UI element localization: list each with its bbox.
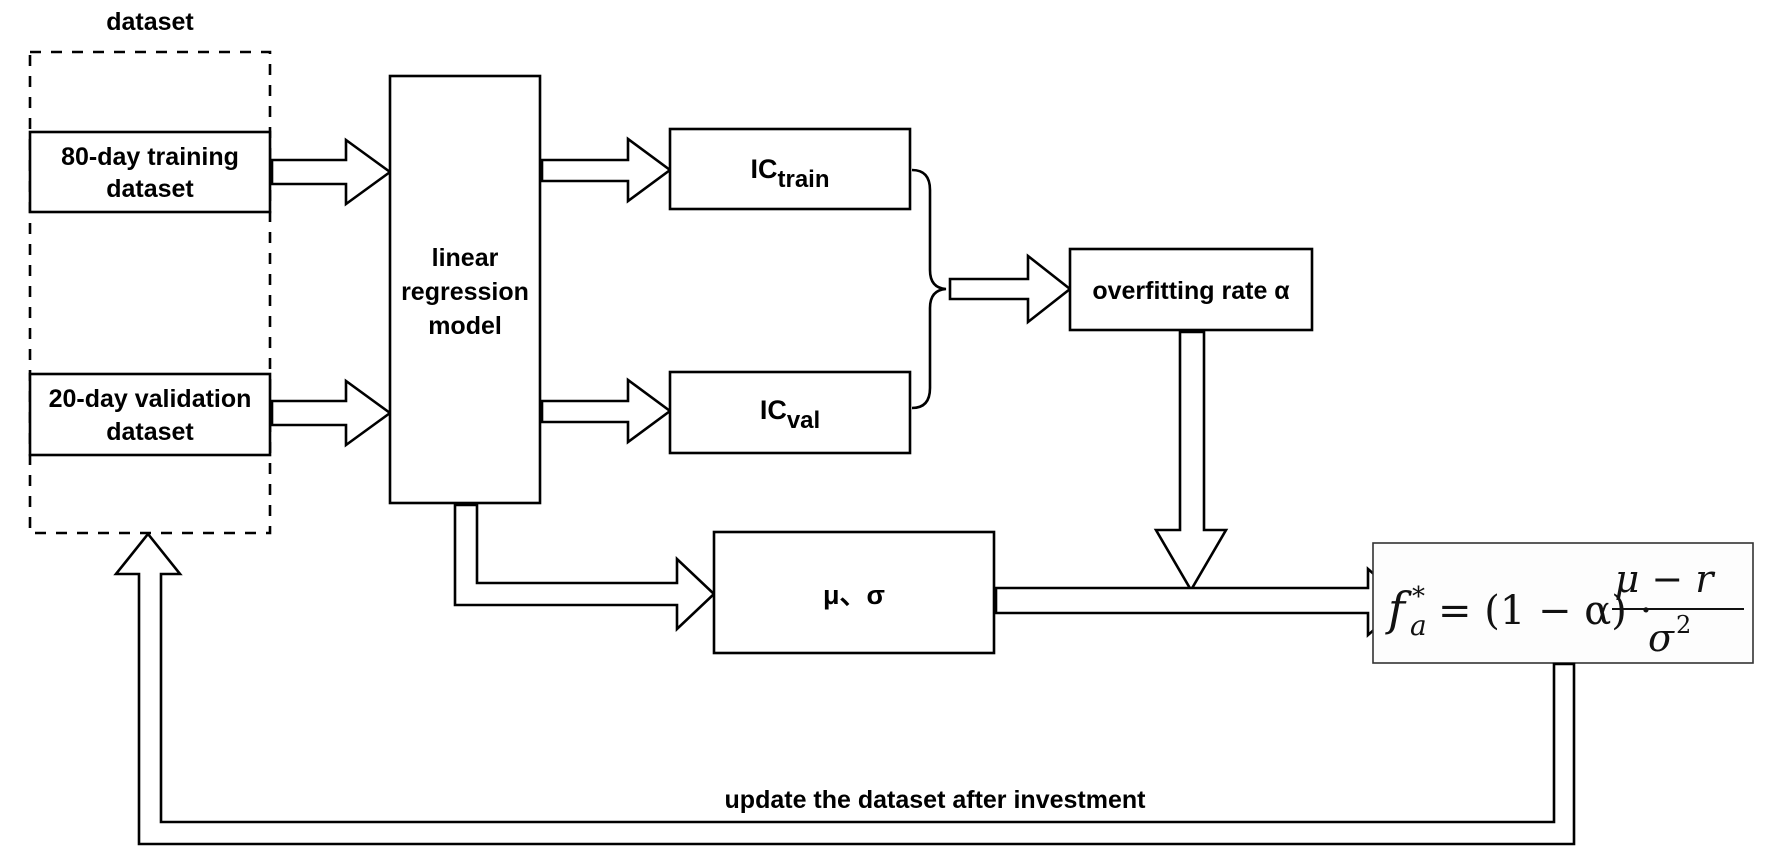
dataset-group-title: dataset (106, 8, 194, 36)
ic-val-base: IC (760, 395, 787, 425)
training-dataset-label-line1: 80-day training (61, 143, 239, 171)
mu-sigma-node: μ、σ (712, 530, 996, 655)
ic-train-subscript: train (777, 166, 829, 193)
ic-train-base: IC (750, 154, 777, 184)
formula-subscript-a: a (1410, 609, 1427, 642)
validation-dataset-box (28, 372, 272, 457)
overfitting-rate-box (1068, 247, 1314, 332)
kelly-formula-box (1372, 542, 1754, 664)
ic-val-label: ICval (760, 395, 820, 434)
ic-train-label: ICtrain (750, 154, 829, 193)
arrow-model-to-ic-val (540, 377, 673, 445)
ic-val-node: ICval (668, 370, 912, 455)
formula-numerator: μ − r (1615, 557, 1717, 601)
linear-regression-model-box (388, 74, 542, 505)
validation-dataset-label-line1: 20-day validation (49, 385, 252, 413)
arrow-validation-to-model (270, 378, 393, 448)
ic-val-subscript: val (787, 407, 820, 434)
model-label-line2: regression (401, 278, 529, 306)
validation-dataset-node: 20-day validation dataset (28, 372, 272, 457)
overfitting-rate-label: overfitting rate α (1092, 277, 1290, 305)
arrow-mu-sigma-to-formula (994, 566, 1408, 638)
formula-star: * (1412, 582, 1425, 612)
linear-regression-model-node: linear regression model (388, 74, 542, 505)
ic-merge-brace (911, 168, 947, 410)
training-dataset-label-line2: dataset (106, 175, 194, 203)
arrow-training-to-model (270, 137, 393, 207)
ic-val-box (668, 370, 912, 455)
arrow-ic-to-overfitting (948, 253, 1073, 325)
training-dataset-node: 80-day training dataset (28, 130, 272, 214)
arrow-model-to-ic-train (540, 136, 673, 204)
training-dataset-box (28, 130, 272, 214)
ic-train-node: ICtrain (668, 127, 912, 211)
feedback-label: update the dataset after investment (725, 786, 1147, 814)
kelly-formula-node: f * a = (1 − α) · μ − r σ 2 (1372, 542, 1754, 664)
formula-middle: = (1 − α) · (1438, 588, 1652, 634)
dataset-group-container (28, 50, 272, 535)
overfitting-rate-node: overfitting rate α (1068, 247, 1314, 332)
formula-exponent: 2 (1676, 611, 1691, 639)
mu-sigma-box (712, 530, 996, 655)
model-label-line1: linear (432, 244, 499, 272)
arrow-overfitting-down (1153, 330, 1229, 593)
formula-denominator: σ (1648, 616, 1675, 660)
arrow-model-to-mu-sigma (453, 503, 716, 633)
ic-train-box (668, 127, 912, 211)
mu-sigma-label: μ、σ (823, 580, 885, 610)
arrow-feedback-loop (113, 531, 1576, 846)
validation-dataset-label-line2: dataset (106, 418, 194, 446)
model-label-line3: model (428, 312, 502, 340)
